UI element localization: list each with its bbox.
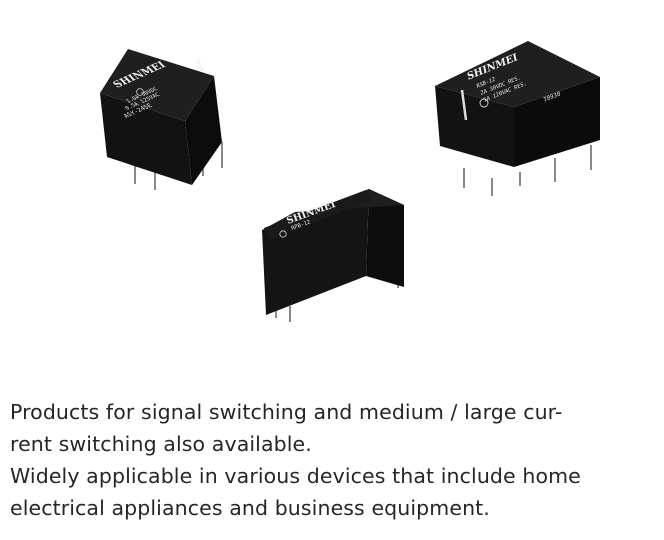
relay-center-side <box>366 189 404 287</box>
description-line-1: Products for signal switching and medium… <box>10 400 563 424</box>
description-line-2: rent switching also available. <box>10 432 312 456</box>
ul-mark-icon <box>279 230 287 238</box>
relay-left-side-code: 0838 <box>194 59 203 72</box>
relay-right-top <box>435 41 600 107</box>
relay-left-side <box>185 76 222 185</box>
product-description: Products for signal switching and medium… <box>10 396 660 524</box>
relay-right: SHINMEI RSB-12 2A 30VDC RES. 1A 120VAC R… <box>435 41 600 196</box>
relay-center-top-label-area <box>264 190 371 240</box>
relay-left-front <box>100 93 192 185</box>
relay-right-pins <box>463 145 592 196</box>
ul-mark-icon <box>479 98 489 108</box>
ul-mark-icon <box>136 88 144 96</box>
relay-left: SHINMEI 1.0A 30VDC 0.5A 125VAC ASY-24SE … <box>100 49 223 190</box>
relay-product-photo: SHINMEI 1.0A 30VDC 0.5A 125VAC ASY-24SE … <box>100 41 600 322</box>
relay-right-front <box>435 86 514 167</box>
relay-center: SHINMEI RPB-12 <box>262 189 404 322</box>
relay-left-top <box>100 49 214 121</box>
description-line-4: electrical appliances and business equip… <box>10 496 490 520</box>
description-line-3: Widely applicable in various devices tha… <box>10 464 581 488</box>
relay-right-stripe <box>460 89 468 121</box>
